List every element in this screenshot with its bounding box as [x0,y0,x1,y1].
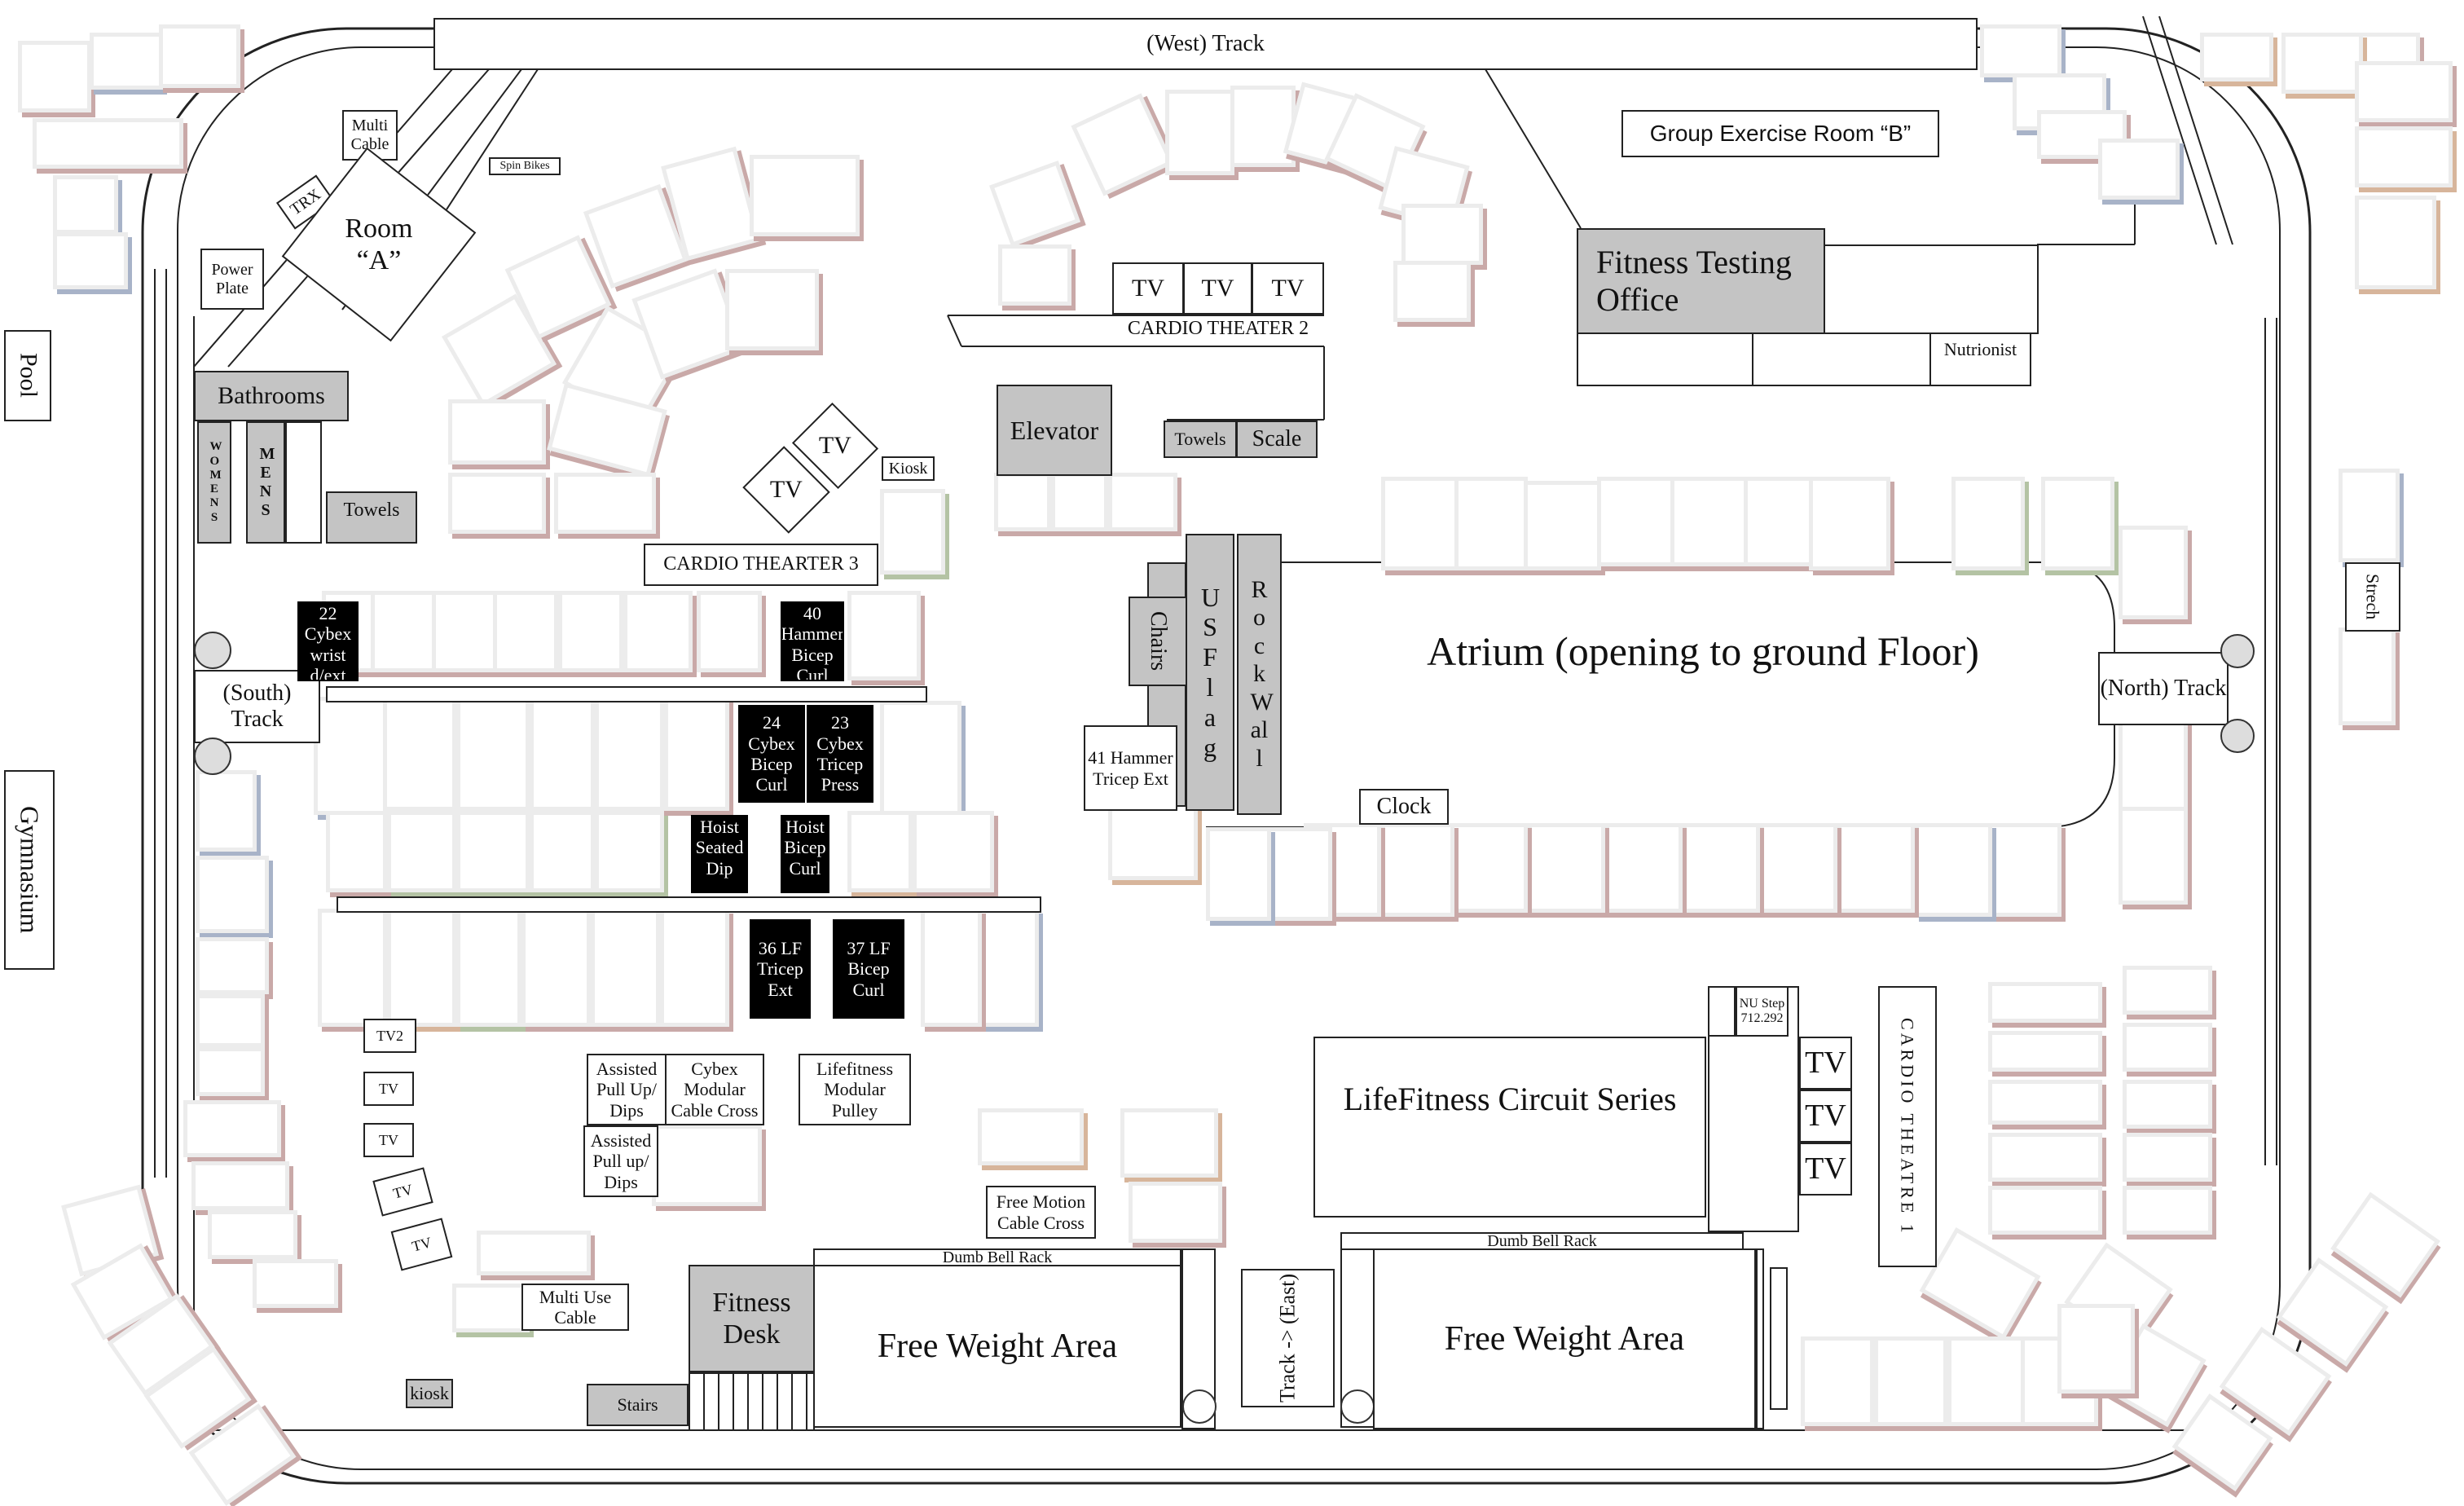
track-post-south-bottom [194,738,231,775]
cardio-theatre-1: CARDIO THEATRE 1 [1878,986,1937,1267]
free-motion-cable-cross: Free Motion Cable Cross [986,1186,1096,1239]
group-exercise-room-b: Group Exercise Room “B” [1621,110,1939,157]
track-post-east-b [1340,1389,1375,1424]
stairs-steps [689,1372,815,1431]
hoist-bicep-curl: Hoist Bicep Curl [781,815,829,893]
free-weight-wall [1756,1248,1764,1429]
atrium-label: Atrium (opening to ground Floor) [1427,628,1979,674]
us-flag: US Flag [1186,534,1234,811]
mens-label: MENS [259,445,275,519]
scale: Scale [1236,421,1318,458]
strech-area: Strech [2345,562,2400,632]
track-post-north-top [2220,634,2255,668]
lf-tricep-ext-36: 36 LF Tricep Ext [750,919,811,1019]
dumb-bell-rack-1: Dumb Bell Rack [813,1248,1181,1266]
kiosk-top: Kiosk [882,456,935,481]
lf-bicep-curl-37: 37 LF Bicep Curl [833,919,904,1019]
track-post-east-a [1182,1389,1217,1424]
track-post-north-bottom [2220,719,2255,753]
cybex-wrist-ext-22: 22 Cybex wrist d/ext [297,601,359,681]
bathrooms: Bathrooms [194,371,349,421]
hammer-bicep-curl-40: 40 Hammer Bicep Curl [781,601,844,681]
rock-wall: RockWall [1237,534,1282,815]
free-weight-area-1: Free Weight Area [813,1265,1181,1428]
tv-theater-2-c: TV [1252,262,1324,315]
tv-label: TV [770,475,803,503]
towels-bathroom: Towels [326,491,417,544]
track-post-south-top [194,632,231,669]
nutrionist-office: Nutrionist [1929,332,2031,386]
office-partition [1577,332,1754,386]
north-track-label: (North) Track [2098,652,2229,725]
tv-label: TV [819,431,851,459]
restroom-stall [285,421,322,544]
clock: Clock [1359,789,1449,825]
cardio-thearter-3: CARDIO THEARTER 3 [644,544,878,586]
south-track-label: (South) Track [194,670,320,743]
machine-rail-1 [326,686,927,702]
dumb-bell-rack-2: Dumb Bell Rack [1340,1232,1744,1250]
free-weight-area-2: Free Weight Area [1373,1248,1756,1429]
hammer-tricep-ext-41: 41 Hammer Tricep Ext [1084,725,1177,811]
stairs: Stairs [587,1384,689,1426]
elevator: Elevator [997,385,1112,476]
chairs: Chairs [1129,597,1187,686]
multi-use-cable: Multi Use Cable [521,1284,629,1331]
nu-step-post [1708,986,1736,1037]
tv-left-1: TV [363,1072,414,1106]
east-track-label: Track -> (East) [1241,1269,1335,1407]
tv-circuit-1: TV [1799,1037,1852,1090]
tv-left-2: TV [363,1123,414,1157]
womens-restroom: WOMENS [197,421,231,544]
assisted-pull-up-dips-1: Assisted Pull Up/ Dips [587,1054,667,1125]
kiosk-bottom: kiosk [406,1379,453,1408]
cybex-modular-cable-cross: Cybex Modular Cable Cross [665,1054,764,1125]
tv-theater-2-b: TV [1183,262,1252,315]
office-corner [1825,228,1826,230]
office-partition [1752,332,1931,386]
womens-label: WOMENS [209,440,222,524]
tv-circuit-3: TV [1799,1143,1852,1196]
gymnasium-label: Gymnasium [4,770,55,970]
hoist-seated-dip: Hoist Seated Dip [691,815,748,893]
cybex-tricep-press-23: 23 Cybex Tricep Press [807,705,873,803]
office-wall [1825,244,2039,334]
tv-circuit-2: TV [1799,1090,1852,1143]
spin-bikes: Spin Bikes [489,157,561,175]
us-flag-label: US Flag [1201,582,1221,762]
fitness-desk: Fitness Desk [689,1265,815,1372]
fitness-testing-office: Fitness Testing Office [1577,228,1825,334]
lifefitness-circuit-series: LifeFitness Circuit Series [1313,1037,1706,1218]
rock-wall-label: RockWall [1250,575,1274,772]
west-track-label: (West) Track [433,18,1978,70]
cybex-bicep-curl-24: 24 Cybex Bicep Curl [738,705,805,803]
free-weight-bench [1770,1267,1788,1410]
assisted-pull-up-dips-2: Assisted Pull up/ Dips [583,1125,658,1197]
tv2: TV2 [363,1019,416,1053]
mens-restroom: MENS [246,421,285,544]
machine-rail-2 [337,896,1041,913]
nu-step: NU Step 712.292 [1736,986,1789,1037]
pool-label: Pool [4,330,51,421]
room-a-label: Room “A” [345,213,413,275]
tv-theater-2-a: TV [1112,262,1184,315]
power-plate: Power Plate [200,249,264,310]
lifefitness-modular-pulley: Lifefitness Modular Pulley [799,1054,911,1125]
cardio-theater-2-label: CARDIO THEATER 2 [1127,318,1309,339]
towels-cardio: Towels [1164,421,1237,458]
